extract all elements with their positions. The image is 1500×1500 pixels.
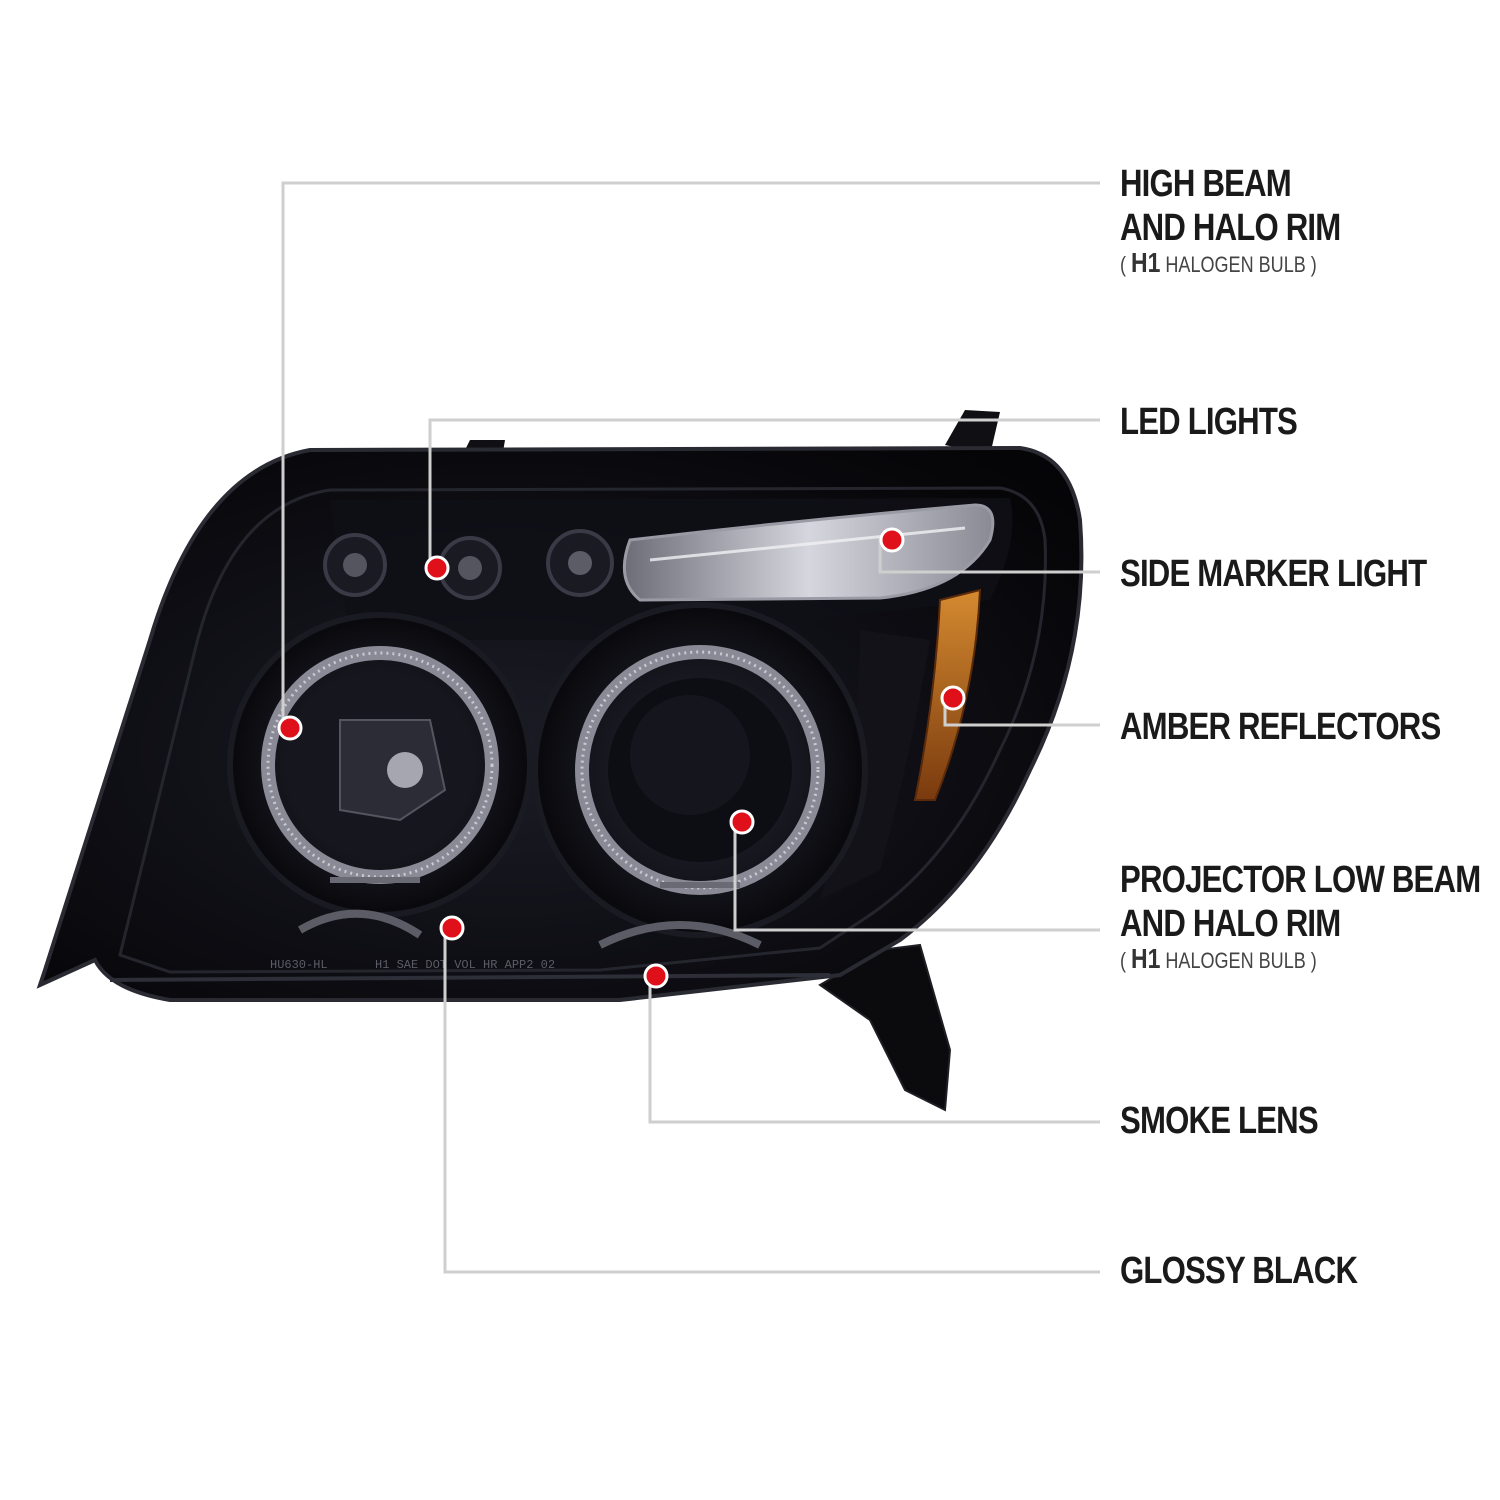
callout-high-beam-line-1: HIGH BEAM [1120, 163, 1292, 205]
callout-glossy-black: GLOSSY BLACK [1120, 1249, 1358, 1293]
callout-smoke-lens: SMOKE LENS [1120, 1099, 1319, 1143]
dot-amber [940, 685, 966, 711]
callout-projector-line-2: AND HALO RIM [1120, 903, 1341, 945]
lens-marking-1: HU630-HL [270, 958, 328, 972]
callout-projector-sub: ( H1 HALOGEN BULB ) [1120, 943, 1317, 974]
led-lights-cluster [323, 529, 614, 600]
callout-amber-reflectors: AMBER REFLECTORS [1120, 705, 1441, 749]
callout-glossy-black-text: GLOSSY BLACK [1120, 1250, 1358, 1292]
callout-dots [277, 527, 966, 989]
callout-projector-line-1: PROJECTOR LOW BEAM [1120, 859, 1481, 901]
dot-glossy-black [439, 915, 465, 941]
side-marker-bar [622, 503, 995, 602]
callout-side-marker: SIDE MARKER LIGHT [1120, 552, 1427, 596]
lens-marking-2: H1 SAE DOT VOL HR APP2 02 [375, 958, 555, 972]
callout-high-beam: HIGH BEAM AND HALO RIM ( H1 HALOGEN BULB… [1120, 162, 1341, 278]
dot-high-beam [277, 715, 303, 741]
dot-side-marker [879, 527, 905, 553]
dot-projector [729, 809, 755, 835]
callout-high-beam-sub: ( H1 HALOGEN BULB ) [1120, 247, 1317, 278]
callout-side-marker-text: SIDE MARKER LIGHT [1120, 553, 1427, 595]
callout-projector-low-beam: PROJECTOR LOW BEAM AND HALO RIM ( H1 HAL… [1120, 858, 1481, 974]
callout-high-beam-line-2: AND HALO RIM [1120, 207, 1341, 249]
callout-led-lights: LED LIGHTS [1120, 400, 1298, 444]
dot-led-lights [424, 555, 450, 581]
callout-amber-text: AMBER REFLECTORS [1120, 706, 1441, 748]
callout-smoke-lens-text: SMOKE LENS [1120, 1100, 1319, 1142]
callout-led-lights-text: LED LIGHTS [1120, 401, 1298, 443]
dot-smoke-lens [643, 963, 669, 989]
